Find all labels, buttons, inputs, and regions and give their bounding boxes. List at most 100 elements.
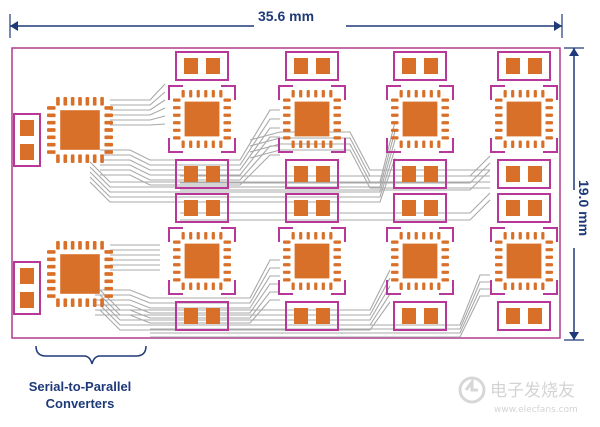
- qfn-pin-pad: [391, 278, 399, 282]
- qfn-pin-pad: [399, 232, 403, 240]
- qfn-pin-pad: [314, 140, 318, 148]
- qfn-pin-pad: [173, 263, 181, 267]
- qfn-pin-pad: [189, 282, 193, 290]
- qfn-pin-pad: [196, 140, 200, 148]
- qfn-pin-pad: [518, 140, 522, 148]
- qfn-pin-pad: [333, 255, 341, 259]
- qfn-pin-pad: [56, 97, 60, 106]
- qfn-pin-pad: [173, 255, 181, 259]
- qfn-pin-pad: [495, 106, 503, 110]
- connector-pad-bottom: [20, 144, 34, 160]
- qfn-pin-pad: [196, 232, 200, 240]
- qfn-pin-pad: [223, 98, 231, 102]
- qfn-thermal-pad: [506, 243, 542, 279]
- footprint-frame: [393, 301, 447, 331]
- qfn-pin-pad: [211, 282, 215, 290]
- qfn-pin-pad: [437, 282, 441, 290]
- qfn-pin-pad: [47, 142, 56, 147]
- footprint-frame: [175, 51, 229, 81]
- passive-pad-right: [528, 308, 542, 324]
- qfn-pin-pad: [399, 140, 403, 148]
- qfn-pin-pad: [533, 232, 537, 240]
- qfn-pin-pad: [314, 282, 318, 290]
- connector-pad-top: [20, 120, 34, 136]
- qfn-pin-pad: [306, 232, 310, 240]
- passive-pad-right: [206, 58, 220, 74]
- qfn-pin-pad: [441, 248, 449, 252]
- qfn-pin-pad: [283, 240, 291, 244]
- qfn-pin-pad: [545, 98, 553, 102]
- qfn-pin-pad: [391, 136, 399, 140]
- qfn-pin-pad: [56, 241, 60, 250]
- qfn-pin-pad: [47, 257, 56, 262]
- qfn-pin-pad: [441, 240, 449, 244]
- qfn-pin-pad: [321, 282, 325, 290]
- footprint-frame: [285, 51, 339, 81]
- passive-pad-left: [184, 200, 198, 216]
- qfn-pin-pad: [441, 270, 449, 274]
- qfn-pin-pad: [495, 278, 503, 282]
- qfn-pin-pad: [104, 135, 113, 140]
- driver-chip: [173, 232, 231, 290]
- qfn-pin-pad: [441, 278, 449, 282]
- passive-pad-right: [424, 58, 438, 74]
- qfn-pin-pad: [526, 232, 530, 240]
- footprint-frame: [175, 193, 229, 223]
- qfn-pin-pad: [511, 90, 515, 98]
- passive-pad-right: [528, 200, 542, 216]
- passive-pad-left: [294, 200, 308, 216]
- qfn-pin-pad: [85, 241, 90, 250]
- qfn-pin-pad: [545, 263, 553, 267]
- driver-chip: [391, 232, 449, 290]
- qfn-pin-pad: [495, 255, 503, 259]
- chip-frame-corners: [386, 227, 454, 295]
- qfn-pin-pad: [291, 282, 295, 290]
- qfn-pin-pad: [181, 90, 185, 98]
- driver-upper-3: [386, 85, 454, 153]
- qfn-pin-pad: [306, 90, 310, 98]
- watermark-logo: 电子发烧友 www.elecfans.com: [456, 370, 596, 418]
- qfn-pin-pad: [526, 140, 530, 148]
- pcb-trace: [99, 277, 391, 316]
- footprint-frame: [13, 113, 41, 167]
- pcb-trace: [95, 275, 280, 309]
- qfn-pin-pad: [204, 140, 208, 148]
- qfn-pin-pad: [545, 128, 553, 132]
- qfn-pin-pad: [526, 90, 530, 98]
- qfn-pin-pad: [78, 298, 82, 307]
- top-passive-2: [285, 51, 339, 81]
- bottom-passive-2: [285, 301, 339, 331]
- qfn-pin-pad: [219, 232, 223, 240]
- pcb-trace: [95, 259, 280, 299]
- qfn-pin-pad: [333, 278, 341, 282]
- footprint-frame: [13, 261, 41, 315]
- converters-caption: Serial-to-Parallel Converters: [12, 378, 148, 412]
- qfn-pin-pad: [189, 90, 193, 98]
- chip-frame-corners: [490, 85, 558, 153]
- passive-pad-right: [316, 166, 330, 182]
- driver-chip: [283, 90, 341, 148]
- width-arrow-right-icon: [554, 21, 562, 31]
- qfn-pin-pad: [429, 232, 433, 240]
- pcb-trace: [180, 199, 491, 221]
- qfn-pin-pad: [56, 298, 60, 307]
- passive-pad-right: [206, 200, 220, 216]
- qfn-pin-pad: [104, 279, 113, 284]
- qfn-pin-pad: [223, 106, 231, 110]
- qfn-pin-pad: [283, 113, 291, 117]
- qfn-pin-pad: [541, 282, 545, 290]
- qfn-pin-pad: [291, 90, 295, 98]
- passive-pad-left: [402, 58, 416, 74]
- pcb-trace: [100, 154, 280, 186]
- qfn-pin-pad: [47, 120, 56, 125]
- qfn-pin-pad: [173, 270, 181, 274]
- passive-pad-left: [294, 308, 308, 324]
- qfn-pin-pad: [333, 136, 341, 140]
- qfn-pin-pad: [545, 106, 553, 110]
- pcb-trace: [89, 157, 396, 203]
- height-arrow-top-icon: [569, 48, 579, 56]
- driver-upper-2: [278, 85, 346, 153]
- pcb-trace: [110, 123, 166, 126]
- qfn-pin-pad: [391, 113, 399, 117]
